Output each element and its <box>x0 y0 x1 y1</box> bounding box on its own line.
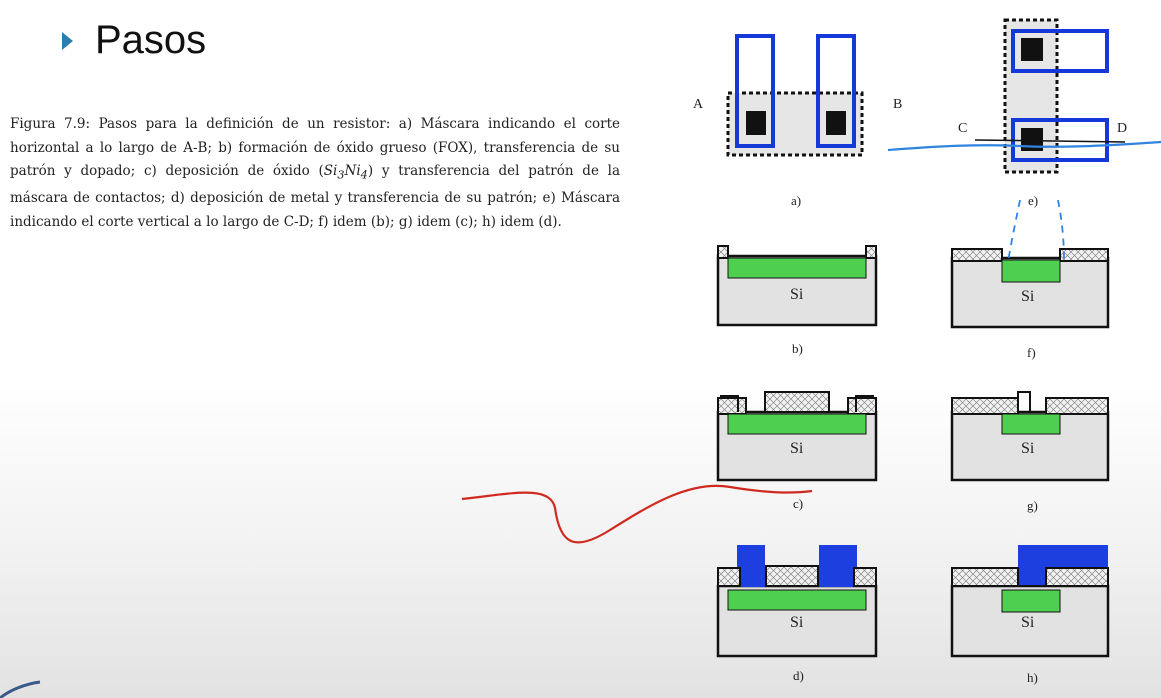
blue-annotation-dash-left <box>1007 199 1021 263</box>
panel-b-label: b) <box>792 341 803 356</box>
panel-d-cross-section <box>716 545 878 658</box>
caption-line-4: transferencia del patrón de la máscara d… <box>10 163 621 207</box>
red-annotation-stroke <box>461 484 813 544</box>
formula-si: Si3Ni4 <box>323 163 368 182</box>
panel-h-label: h) <box>1027 670 1038 685</box>
panel-d-si: Si <box>790 614 804 631</box>
bullet-arrow-icon <box>62 31 73 50</box>
figure-caption: Figura 7.9: Pasos para la definición de … <box>10 116 621 230</box>
label-c-point: C <box>958 121 967 136</box>
panel-g-si: Si <box>1021 440 1035 457</box>
panel-f-cross-section <box>950 248 1110 329</box>
label-b-point: B <box>893 97 902 112</box>
panel-e-mask-top-view <box>974 18 1126 174</box>
panel-a-label: a) <box>791 193 801 208</box>
panel-h-cross-section <box>950 545 1110 658</box>
panel-f-label: f) <box>1027 345 1036 360</box>
panel-h-si: Si <box>1021 614 1035 631</box>
panel-c-label: c) <box>793 496 803 511</box>
slide-corner-decoration <box>0 680 41 698</box>
blue-annotation-dash-right <box>1057 199 1065 263</box>
slide-title: Pasos <box>95 18 207 62</box>
caption-line-5: y transferencia de su patrón; e) Máscara… <box>10 190 620 230</box>
label-a-point: A <box>693 97 704 112</box>
slide-title-row: Pasos <box>62 18 206 63</box>
panel-c-cross-section <box>716 391 878 482</box>
panel-g-label: g) <box>1027 498 1038 513</box>
panel-d-label: d) <box>793 668 804 683</box>
panel-e-label: e) <box>1028 193 1038 208</box>
caption-line-3b: y <box>373 163 390 179</box>
panel-b-cross-section <box>716 245 878 327</box>
caption-line-1: Figura 7.9: Pasos para la definición de … <box>10 116 556 132</box>
panel-b-si: Si <box>790 286 804 303</box>
panel-c-si: Si <box>790 440 804 457</box>
panel-a-mask-top-view <box>726 34 864 157</box>
panel-f-si: Si <box>1021 288 1035 305</box>
caption-line-3: transferencia de su patrón y dopado; c) … <box>10 139 621 180</box>
label-d-point: D <box>1117 121 1127 136</box>
caption-line-2: el corte horizontal a lo largo de A-B; b… <box>10 116 621 156</box>
blue-annotation-line <box>887 140 1161 152</box>
panel-g-cross-section <box>950 391 1110 482</box>
caption-line-6: de C-D; f) idem (b); g) idem (c); h) ide… <box>262 213 562 230</box>
